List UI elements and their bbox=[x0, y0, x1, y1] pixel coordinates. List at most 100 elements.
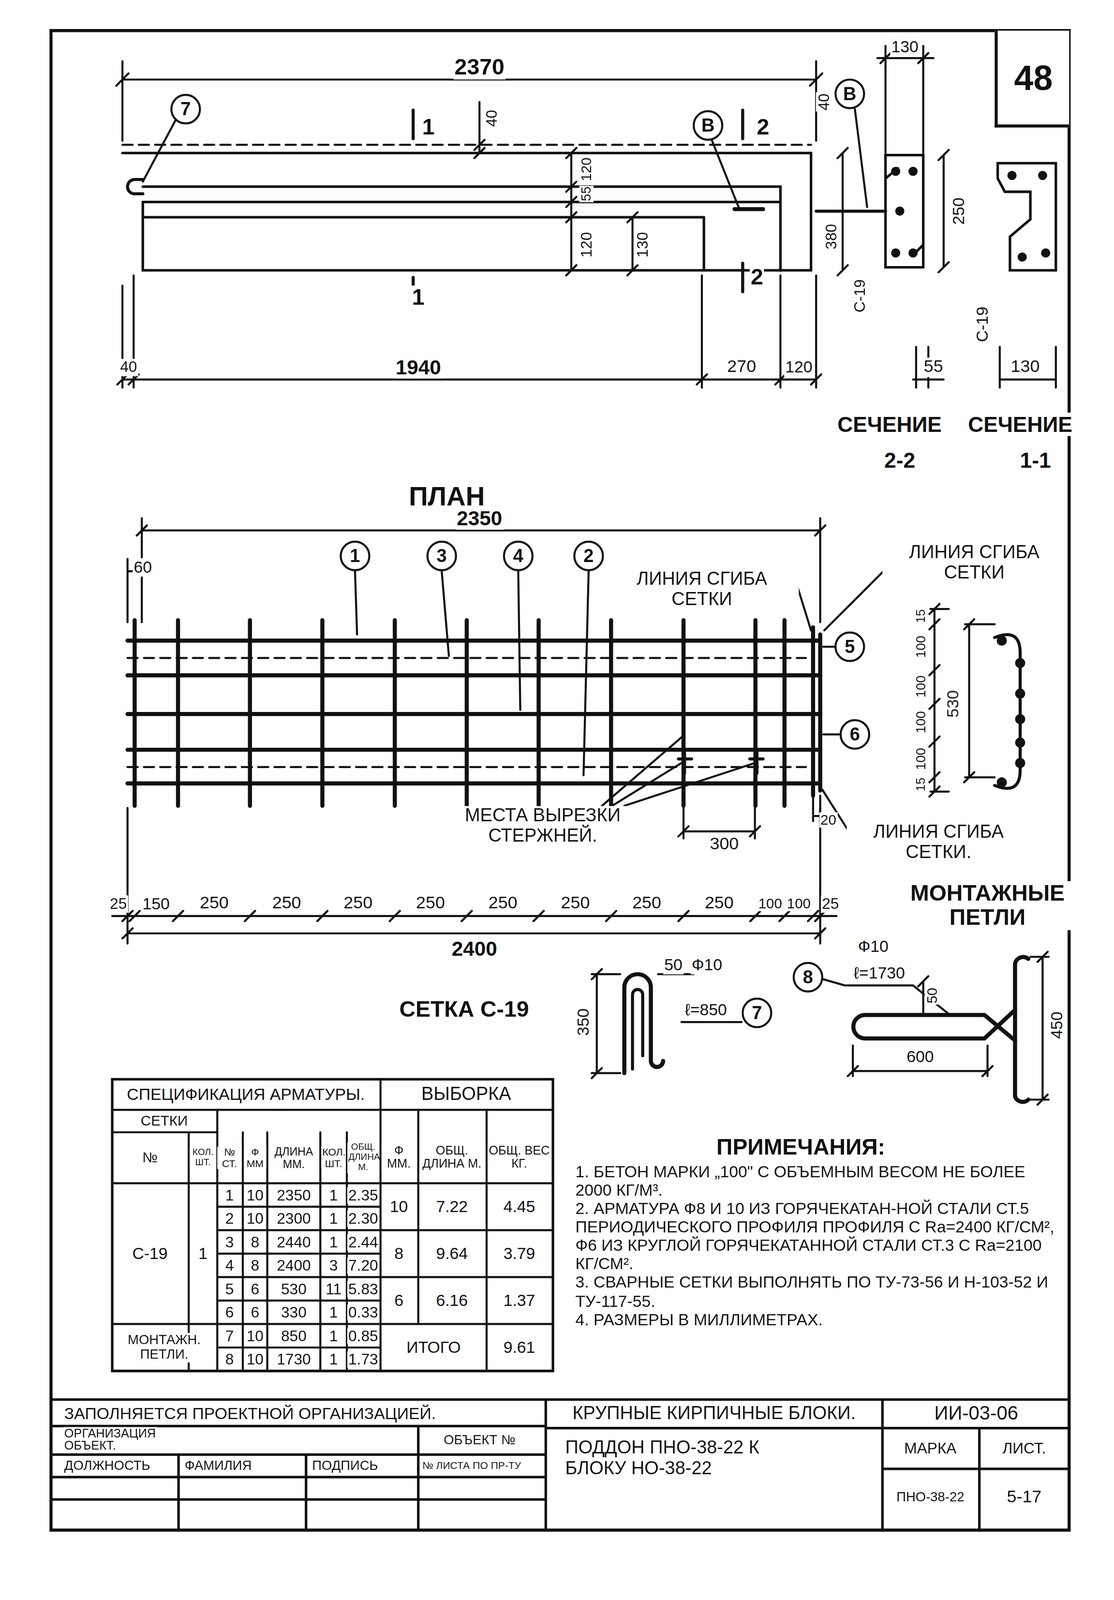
table-cell: 0.85 bbox=[347, 1327, 380, 1345]
table-cell: 4.45 bbox=[502, 1197, 537, 1216]
drawing-annotation: 40 bbox=[483, 108, 501, 128]
drawing-line bbox=[847, 1045, 993, 1077]
table-cell: 3 bbox=[328, 1257, 340, 1275]
table-cell: 2.44 bbox=[347, 1233, 380, 1251]
drawing-line bbox=[678, 752, 763, 773]
sheet-number-box: 48 bbox=[994, 30, 1070, 128]
drawing-line bbox=[112, 1079, 553, 1371]
drawing-annotation: 60 bbox=[132, 558, 153, 577]
table-cell: 1 bbox=[328, 1233, 340, 1251]
drawing-line bbox=[127, 179, 144, 194]
drawing-annotation: 55 bbox=[922, 357, 945, 377]
drawing-line bbox=[823, 646, 840, 735]
drawing-annotation: 250 bbox=[271, 894, 303, 914]
table-cell: 6 bbox=[393, 1291, 405, 1310]
drawing-line bbox=[964, 619, 995, 783]
table-cell: 11 bbox=[324, 1280, 343, 1298]
drawing-annotation: 250 bbox=[487, 894, 519, 914]
drawing-line bbox=[413, 110, 743, 307]
table-cell: 330 bbox=[280, 1304, 308, 1322]
drawing-annotation: 15 bbox=[914, 776, 929, 793]
drawing-line bbox=[624, 974, 664, 1074]
drawing-annotation: 25 bbox=[108, 895, 128, 913]
table-cell: 5 bbox=[224, 1280, 236, 1298]
drawing-line bbox=[797, 571, 884, 832]
drawing-line bbox=[112, 1206, 553, 1348]
table-cell: 7.20 bbox=[347, 1257, 380, 1275]
sheet-number: 48 bbox=[1014, 59, 1054, 95]
drawing-line bbox=[591, 969, 621, 1079]
drawing-annotation: 130 bbox=[634, 231, 652, 259]
drawing-annotation: 600 bbox=[905, 1047, 936, 1066]
callout-number: В bbox=[701, 116, 715, 135]
table-cell: Ф ММ bbox=[243, 1146, 267, 1170]
title-block-text: ЛИСТ. bbox=[1001, 1440, 1047, 1457]
drawing-annotation: 250 bbox=[342, 894, 374, 914]
drawing-line bbox=[913, 346, 944, 388]
title-block-text: ПОДДОН ПНО-38-22 К БЛОКУ НО-38-22 bbox=[564, 1438, 819, 1480]
drawing-annotation: 120 bbox=[578, 156, 595, 182]
drawing-annotation: 250 bbox=[950, 196, 968, 226]
drawing-annotation: 1 bbox=[421, 115, 436, 140]
table-cell: 2 bbox=[224, 1210, 236, 1228]
table-cell: 1 bbox=[328, 1351, 340, 1368]
drawing-line bbox=[632, 989, 643, 1070]
rebar-dot bbox=[1016, 689, 1025, 699]
table-cell: 4 bbox=[224, 1257, 236, 1275]
drawing-annotation: ЛИНИЯ СГИБА СЕТКИ bbox=[882, 542, 1067, 584]
note-text: 1. БЕТОН МАРКИ „100" С ОБЪЕМНЫМ ВЕСОМ НЕ… bbox=[574, 1162, 1067, 1200]
drawing-line bbox=[813, 627, 821, 796]
drawing-line bbox=[1030, 951, 1049, 1105]
table-cell: № СТ. bbox=[217, 1146, 242, 1170]
drawing-annotation: 250 bbox=[631, 894, 663, 914]
title-block-text: МАРКА bbox=[903, 1440, 958, 1457]
callout-number: 8 bbox=[802, 967, 814, 987]
drawing-line bbox=[823, 979, 949, 1015]
drawing-annotation: СЕТКА С-19 bbox=[398, 997, 530, 1023]
rebar-dot bbox=[1016, 738, 1025, 747]
drawing-line bbox=[122, 152, 812, 271]
table-cell: 9.64 bbox=[434, 1244, 469, 1263]
drawing-annotation: 2400 bbox=[450, 937, 499, 960]
callout-number: 3 bbox=[436, 546, 447, 565]
table-cell: 1.73 bbox=[347, 1351, 380, 1368]
drawing-line bbox=[127, 640, 821, 784]
title-block-text: ОРГАНИЗАЦИЯ bbox=[63, 1426, 158, 1441]
drawing-annotation: С-19 bbox=[973, 305, 992, 343]
drawing-annotation: 130 bbox=[890, 37, 920, 56]
drawing-line bbox=[999, 346, 1056, 388]
callout-number: 7 bbox=[751, 1003, 762, 1023]
drawing-annotation: 250 bbox=[198, 894, 230, 914]
drawing-line bbox=[122, 928, 826, 939]
drawing-annotation: 2-2 bbox=[883, 448, 917, 473]
table-cell: 10 bbox=[245, 1327, 265, 1345]
table-cell: 8 bbox=[393, 1244, 405, 1263]
table-cell: 1 bbox=[197, 1244, 209, 1263]
drawing-annotation: Ф10 bbox=[690, 956, 724, 975]
table-cell: 2350 bbox=[275, 1186, 312, 1204]
drawing-annotation: 40 bbox=[816, 92, 833, 112]
drawing-annotation: 250 bbox=[559, 894, 591, 914]
rebar-dot bbox=[896, 207, 904, 215]
table-cell: КОЛ. ШТ. bbox=[321, 1146, 346, 1170]
drawing-annotation: 100 bbox=[757, 895, 784, 912]
drawing-annotation: 25 bbox=[820, 895, 840, 913]
drawing-annotation: ЛИНИЯ СГИБА СЕТКИ. bbox=[846, 822, 1031, 863]
title-block-text: ИИ-03-06 bbox=[933, 1403, 1020, 1425]
table-cell: 5.83 bbox=[347, 1280, 380, 1298]
table-cell: КОЛ. ШТ. bbox=[189, 1147, 217, 1169]
linework bbox=[50, 30, 1070, 1530]
drawing-annotation: 1-1 bbox=[1019, 448, 1053, 473]
table-cell: 2440 bbox=[275, 1233, 312, 1251]
drawing-annotation: 20 bbox=[819, 812, 838, 828]
drawing-line bbox=[142, 109, 867, 208]
table-cell: 10 bbox=[245, 1210, 265, 1228]
table-cell: Ф ММ. bbox=[381, 1144, 417, 1172]
callout-circle: В bbox=[692, 110, 724, 141]
drawing-line bbox=[853, 1010, 1015, 1041]
drawing-line bbox=[112, 1079, 553, 1371]
table-cell: 3 bbox=[224, 1233, 236, 1251]
title-block-text: ДОЛЖНОСТЬ bbox=[63, 1458, 152, 1474]
drawing-annotation: 2 bbox=[749, 265, 765, 290]
